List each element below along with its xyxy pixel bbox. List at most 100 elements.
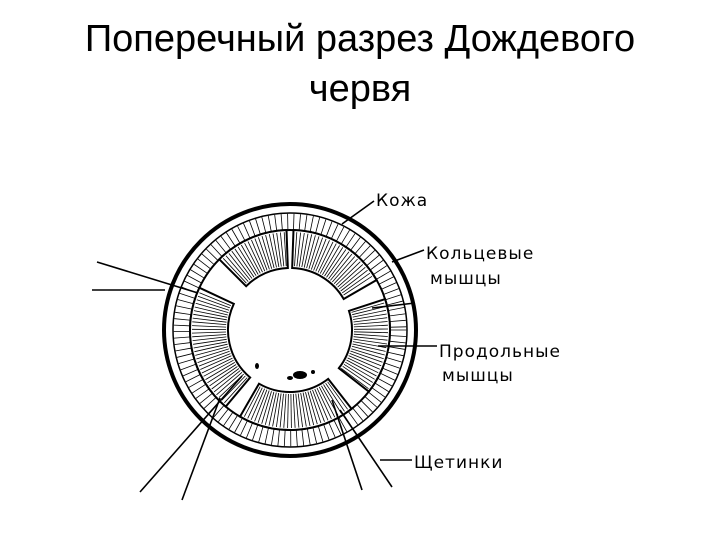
- longitudinal-muscle-stroke: [193, 338, 227, 345]
- longitudinal-muscle-stroke: [314, 388, 329, 421]
- longitudinal-muscle-stroke: [318, 386, 336, 418]
- longitudinal-muscle-stroke: [353, 333, 388, 337]
- longitudinal-muscle-stroke: [327, 381, 348, 410]
- longitudinal-muscle-stroke: [351, 345, 385, 356]
- longitudinal-muscle-stroke: [328, 251, 350, 280]
- longitudinal-muscle-stroke: [254, 389, 268, 422]
- circular-muscle-stroke: [361, 400, 373, 413]
- circular-muscle-stroke: [226, 232, 236, 246]
- longitudinal-muscle-stroke: [346, 359, 377, 377]
- longitudinal-muscle-stroke: [192, 334, 227, 338]
- circular-muscle-stroke: [307, 429, 311, 445]
- longitudinal-muscle-stroke: [240, 244, 259, 275]
- circular-muscle-stroke: [199, 393, 213, 404]
- longitudinal-muscle-stroke: [317, 241, 334, 273]
- longitudinal-muscle-stroke: [310, 237, 323, 270]
- longitudinal-muscle-stroke: [193, 310, 228, 318]
- longitudinal-muscle-stroke: [225, 255, 249, 282]
- longitudinal-muscle-stroke: [205, 362, 236, 380]
- longitudinal-muscle-stroke: [343, 275, 373, 296]
- circular-muscle-stroke: [218, 409, 229, 422]
- circular-muscle-stroke: [390, 335, 407, 337]
- circular-muscle-stroke: [379, 276, 394, 285]
- circular-muscle-stroke: [240, 420, 248, 436]
- longitudinal-muscle-stroke: [326, 249, 347, 278]
- longitudinal-muscle-stroke: [352, 306, 386, 316]
- longitudinal-muscle-stroke: [272, 392, 280, 427]
- circular-muscle-stroke: [372, 387, 386, 398]
- circular-muscle-stroke: [178, 358, 194, 364]
- longitudinal-muscle-stroke: [345, 361, 375, 380]
- skin-pointer-line: [341, 200, 375, 225]
- longitudinal-muscle-stroke: [250, 388, 265, 421]
- longitudinal-muscle-stroke: [261, 391, 272, 424]
- title-line-1: Поперечный разрез Дождевого: [84, 18, 636, 60]
- circular-muscle-stroke: [188, 379, 203, 388]
- circular-muscle-stroke: [333, 420, 342, 435]
- seta-bottom-left-2: [181, 397, 221, 501]
- longitudinal-muscle-stroke: [340, 367, 369, 390]
- circular-muscle-stroke: [277, 429, 280, 446]
- longitudinal-muscle-stroke: [349, 353, 382, 367]
- longitudinal-muscle-stroke: [315, 240, 330, 272]
- circular-muscle-stroke: [385, 294, 402, 300]
- circular-muscle-stroke: [346, 233, 356, 247]
- circular-muscle-stroke: [375, 383, 389, 392]
- longitudinal-muscle-stroke: [347, 357, 379, 374]
- longitudinal-muscle-band: [189, 286, 252, 409]
- circular-muscle-stroke: [388, 307, 405, 311]
- circular-muscle-stroke: [193, 264, 208, 274]
- longitudinal-muscle-stroke: [221, 375, 246, 401]
- longitudinal-muscle-stroke: [322, 245, 340, 276]
- circular-muscle-stroke: [246, 423, 253, 439]
- longitudinal-muscle-stroke: [342, 365, 371, 386]
- longitudinal-muscle-stroke: [279, 393, 284, 428]
- longitudinal-muscle-stroke: [209, 366, 238, 387]
- circular-muscle-stroke: [373, 265, 388, 275]
- left-pointer-line-1: [96, 261, 199, 294]
- cavity-marks: [255, 363, 315, 380]
- circular-muscle-stroke: [231, 229, 240, 243]
- circular-muscle-stroke: [352, 408, 364, 421]
- longitudinal-muscle-stroke: [348, 355, 380, 370]
- circular-muscle-stroke: [264, 428, 269, 444]
- longitudinal-muscle-stroke: [213, 370, 241, 393]
- longitudinal-muscle-stroke: [272, 233, 280, 268]
- longitudinal-muscle-stroke: [231, 250, 253, 279]
- circular-muscle-stroke: [388, 351, 404, 357]
- seta-bottom-left-1: [139, 375, 243, 493]
- longitudinal-muscle-stroke: [333, 258, 358, 284]
- circular-muscle-stroke: [179, 292, 195, 299]
- circular-muscle-stroke: [389, 313, 406, 317]
- longitudinal-muscle-stroke: [193, 313, 227, 321]
- skin-inner-edge: [172, 212, 408, 448]
- longitudinal-muscle-stroke: [305, 392, 315, 426]
- longitudinal-muscle-stroke: [211, 368, 240, 390]
- circular-muscle-stroke: [215, 240, 227, 253]
- circular-muscle-stroke: [271, 429, 275, 445]
- right-seta-1: [371, 302, 416, 309]
- longitudinal-muscle-stroke: [203, 359, 234, 377]
- longitudinal-muscle-stroke: [261, 235, 273, 269]
- longitudinal-muscle-stroke: [207, 364, 237, 384]
- title-line-2: червя: [308, 68, 412, 110]
- circular-muscle-stroke: [298, 214, 301, 230]
- label-longitudinal-muscles-line-2: мышцы: [442, 366, 514, 386]
- longitudinal-muscle-stroke: [199, 292, 231, 306]
- circular-muscle-stroke: [338, 417, 348, 432]
- longitudinal-muscle-stroke: [351, 348, 384, 360]
- longitudinal-muscle-stroke: [251, 239, 266, 272]
- circular-muscle-stroke: [249, 220, 256, 236]
- label-circular-muscles-line-1: Кольцевые: [426, 244, 534, 264]
- longitudinal-muscle-stroke: [330, 253, 353, 281]
- circular-muscle-stroke: [350, 237, 361, 251]
- circular-muscle-stroke: [185, 374, 200, 383]
- circular-muscle-stroke: [326, 221, 333, 237]
- circular-muscle-stroke: [331, 223, 339, 239]
- circular-muscle-stroke: [312, 427, 317, 444]
- longitudinal-muscle-stroke: [196, 299, 230, 311]
- circular-muscle-stroke: [304, 214, 308, 231]
- longitudinal-muscle-stroke: [313, 238, 327, 271]
- circular-muscle-stroke: [175, 347, 192, 352]
